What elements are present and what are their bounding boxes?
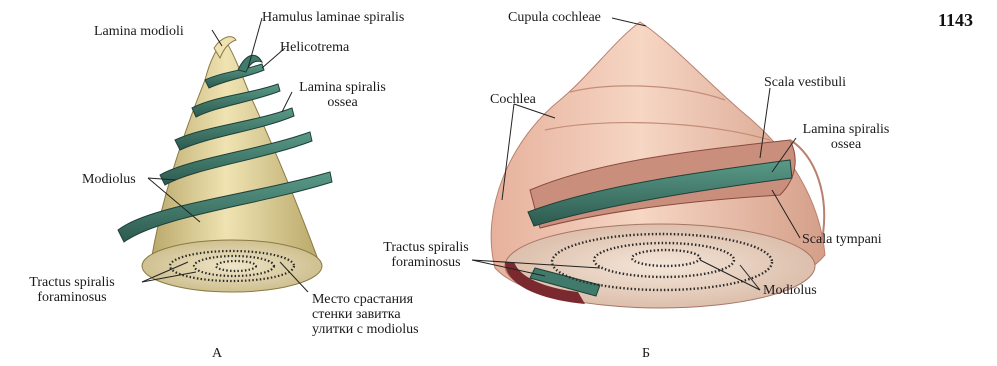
- label-mesto-line1: Место срастания: [312, 292, 419, 307]
- label-lamina-modioli: Lamina modioli: [94, 24, 184, 39]
- label-lamina-spiralis-ossea-a-line1: Lamina spiralis: [285, 80, 400, 95]
- label-lamina-spiralis-ossea-b: Lamina spiralis ossea: [790, 122, 902, 152]
- label-modiolus-b: Modiolus: [763, 283, 817, 298]
- label-lamina-spiralis-ossea-b-line1: Lamina spiralis: [790, 122, 902, 137]
- figure-a-modiolus: [118, 18, 332, 292]
- figure-b-cochlea: [472, 18, 825, 308]
- label-scala-vestibuli: Scala vestibuli: [764, 75, 846, 90]
- label-tractus-spiralis-foraminosus-b: Tractus spiralis foraminosus: [370, 240, 482, 270]
- label-tractus-a-line2: foraminosus: [12, 290, 132, 305]
- label-lamina-spiralis-ossea-b-line2: ossea: [790, 137, 902, 152]
- label-mesto-srastaniya: Место срастания стенки завитка улитки с …: [312, 292, 419, 337]
- label-tractus-b-line2: foraminosus: [370, 255, 482, 270]
- label-modiolus-a: Modiolus: [82, 172, 136, 187]
- label-helicotrema: Helicotrema: [280, 40, 349, 55]
- label-lamina-spiralis-ossea-a: Lamina spiralis ossea: [285, 80, 400, 110]
- label-hamulus-laminae-spiralis: Hamulus laminae spiralis: [262, 10, 404, 25]
- label-lamina-spiralis-ossea-a-line2: ossea: [285, 95, 400, 110]
- label-scala-tympani: Scala tympani: [802, 232, 882, 247]
- label-tractus-a-line1: Tractus spiralis: [12, 275, 132, 290]
- label-mesto-line3: улитки с modiolus: [312, 322, 419, 337]
- label-cochlea: Cochlea: [490, 92, 536, 107]
- label-tractus-spiralis-foraminosus-a: Tractus spiralis foraminosus: [12, 275, 132, 305]
- label-tractus-b-line1: Tractus spiralis: [370, 240, 482, 255]
- page-number: 1143: [938, 10, 973, 31]
- caption-b: Б: [642, 346, 650, 361]
- label-cupula-cochleae: Cupula cochleae: [508, 10, 601, 25]
- label-mesto-line2: стенки завитка: [312, 307, 419, 322]
- caption-a: А: [212, 346, 222, 361]
